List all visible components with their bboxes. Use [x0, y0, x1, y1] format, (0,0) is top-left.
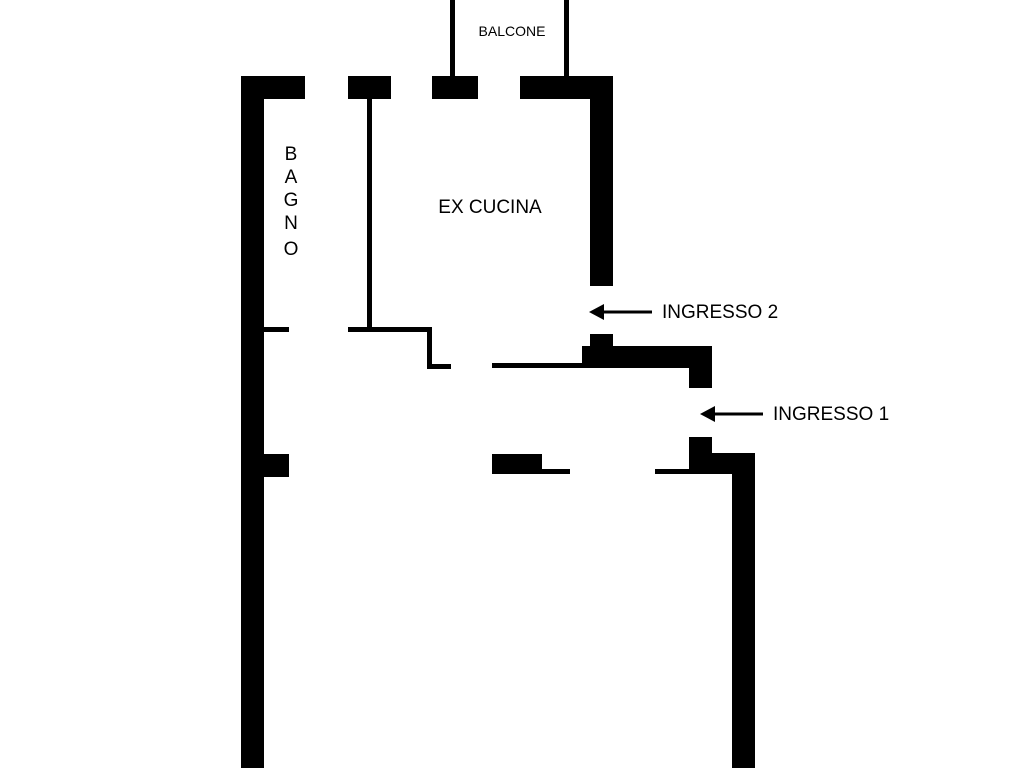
bathroom-letter: G — [284, 190, 299, 211]
kitchen-right-wall — [590, 76, 613, 368]
bathroom-wall-bottom-right — [348, 327, 432, 332]
lower-wall-thin — [492, 469, 570, 474]
kitchen-bottom-block — [582, 346, 712, 368]
entrance-1-upper-jamb — [689, 346, 712, 388]
entrance-1-marker: INGRESSO 1 — [700, 404, 889, 425]
bathroom-wall-bottom-left — [264, 327, 289, 332]
kitchen-bottom-partition — [492, 346, 712, 388]
bathroom-wall-step-down — [427, 327, 432, 369]
right-wall — [732, 453, 755, 768]
kitchen-right-wall-upper — [590, 76, 613, 286]
kitchen-label: EX CUCINA — [438, 197, 542, 218]
lower-room-top-wall — [492, 437, 755, 768]
top-wall — [241, 76, 613, 99]
bathroom-letter: O — [284, 239, 299, 260]
bathroom-letter: B — [285, 144, 298, 165]
bathroom-letter: A — [285, 167, 298, 188]
bathroom-letter: N — [284, 213, 298, 234]
bathroom-label: B A G N O — [284, 144, 299, 260]
bathroom-partition — [264, 99, 451, 369]
lower-wall-thin-right — [655, 469, 695, 474]
top-wall-segment — [432, 76, 478, 99]
balcony-label: BALCONE — [479, 23, 546, 39]
left-wall-stub — [241, 454, 289, 477]
entrance-2-arrow-icon — [589, 304, 604, 320]
kitchen-bottom-thin-wall — [492, 363, 584, 368]
entrance-2-label: INGRESSO 2 — [662, 302, 778, 323]
left-wall-lower — [241, 454, 264, 768]
entrance-1-label: INGRESSO 1 — [773, 404, 889, 425]
balcony-left-wall — [450, 0, 455, 78]
balcony-walls — [450, 0, 569, 78]
balcony-right-wall — [564, 0, 569, 78]
top-wall-segment — [348, 76, 391, 99]
bathroom-wall-step-foot — [427, 364, 451, 369]
entrance-1-arrow-icon — [700, 406, 715, 422]
left-wall — [241, 76, 289, 768]
left-wall-upper — [241, 76, 264, 456]
entrance-2-marker: INGRESSO 2 — [589, 302, 778, 323]
bathroom-wall-vertical — [367, 99, 372, 332]
top-wall-segment — [520, 76, 613, 99]
